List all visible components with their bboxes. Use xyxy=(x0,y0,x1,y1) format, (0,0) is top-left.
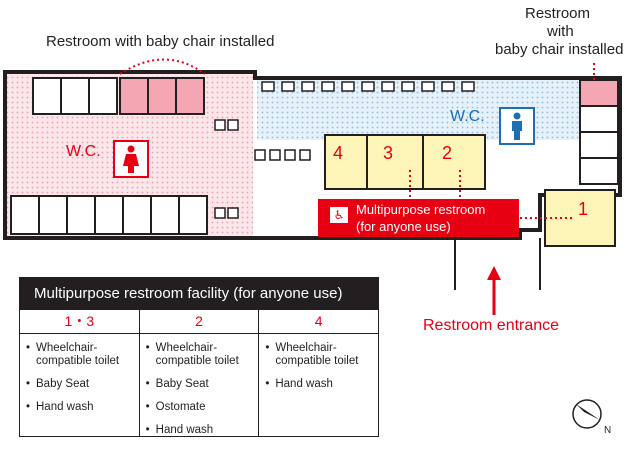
women-stalls-bottom xyxy=(10,195,208,235)
facility-item: Hand wash xyxy=(146,424,259,437)
facility-table: Multipurpose restroom facility (for anyo… xyxy=(19,277,379,437)
facility-item: Wheelchair-compatible toilet xyxy=(26,342,139,368)
north-label: N xyxy=(604,425,612,436)
baby-chair-label-right-3: baby chair installed xyxy=(495,41,624,58)
multipurpose-rooms-upper xyxy=(324,134,486,190)
facility-item: Wheelchair-compatible toilet xyxy=(265,342,378,368)
building-outline xyxy=(3,70,622,240)
north-compass-icon xyxy=(572,399,602,429)
baby-chair-label-right-2: with xyxy=(547,23,574,40)
facility-table-title: Multipurpose restroom facility (for anyo… xyxy=(20,278,378,310)
room-number-4: 4 xyxy=(333,143,344,163)
facility-item: Ostomate xyxy=(146,401,259,414)
women-sinks xyxy=(214,119,239,219)
facility-column-1-3: 1・3 Wheelchair-compatible toilet Baby Se… xyxy=(20,310,140,436)
facility-item: Wheelchair-compatible toilet xyxy=(146,342,259,368)
men-urinals xyxy=(254,81,475,161)
wc-women-label: W.C. xyxy=(66,143,101,160)
room-number-1: 1 xyxy=(578,199,589,219)
multipurpose-restroom-label: ♿ Multipurpose restroom (for anyone use) xyxy=(318,199,519,237)
multipurpose-label-line2: (for anyone use) xyxy=(356,219,451,234)
facility-item: Baby Seat xyxy=(26,378,139,391)
room-number-2: 2 xyxy=(442,143,453,163)
room-number-3: 3 xyxy=(383,143,394,163)
baby-chair-label-right-1: Restroom xyxy=(525,5,591,22)
facility-column-4: 4 Wheelchair-compatible toilet Hand wash xyxy=(259,310,379,436)
women-stalls-top xyxy=(32,77,205,115)
entrance-arrow xyxy=(487,266,501,315)
women-restroom-icon xyxy=(113,140,149,178)
baby-chair-label-left: Restroom with baby chair installed xyxy=(46,33,275,50)
wheelchair-icon: ♿ xyxy=(330,207,348,223)
facility-item: Hand wash xyxy=(26,401,139,414)
facility-item: Hand wash xyxy=(265,378,378,391)
facility-column-2: 2 Wheelchair-compatible toilet Baby Seat… xyxy=(139,310,260,437)
entrance-corridor xyxy=(454,238,541,290)
restroom-entrance-label: Restroom entrance xyxy=(423,317,560,334)
facility-column-header: 4 xyxy=(259,310,379,334)
facility-column-header: 1・3 xyxy=(20,310,139,334)
multipurpose-label-line1: Multipurpose restroom xyxy=(356,202,486,217)
facility-item: Baby Seat xyxy=(146,378,259,391)
men-restroom-icon xyxy=(499,107,535,145)
wc-men-label: W.C. xyxy=(450,108,485,125)
facility-column-header: 2 xyxy=(139,310,259,334)
